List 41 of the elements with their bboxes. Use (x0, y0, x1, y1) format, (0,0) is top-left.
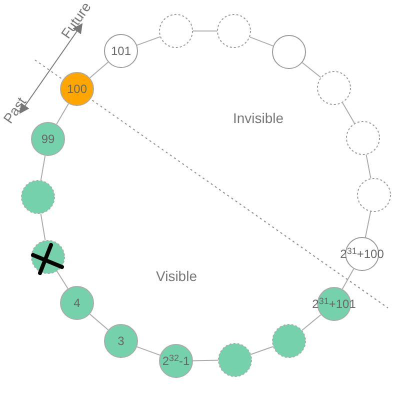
empty-circle-node (272, 35, 306, 69)
empty-circle-node (317, 71, 351, 105)
connector-line (366, 154, 372, 179)
connector-line (342, 102, 355, 124)
circle-node (159, 344, 193, 378)
node-label: 2$^{32}$-1 (162, 355, 190, 367)
node-label: 99 (41, 133, 55, 145)
connector-line (136, 36, 161, 46)
empty-circle-node (346, 121, 380, 155)
connector-line (250, 346, 274, 355)
region-label: Invisible (233, 109, 284, 128)
connector-line (302, 314, 322, 331)
connector-line (40, 155, 46, 181)
circle-node (60, 286, 94, 320)
circle-node (31, 122, 65, 156)
empty-circle-node (217, 14, 251, 48)
node-label: 100 (66, 83, 88, 95)
connector-line (249, 36, 274, 46)
connector-line (342, 268, 354, 290)
empty-circle-node (357, 178, 391, 212)
empty-circle-node (272, 324, 306, 358)
circle-node (60, 72, 94, 106)
connector-line (302, 62, 322, 78)
connector-line (89, 62, 109, 78)
empty-circle-node (21, 180, 55, 214)
connector-line (192, 360, 218, 362)
empty-circle-node (218, 343, 252, 377)
connector-line (56, 103, 69, 125)
connector-line (56, 270, 68, 290)
node-label: 101 (110, 45, 132, 57)
connector-line (364, 211, 372, 238)
connector-line (40, 213, 46, 241)
circle-node (104, 324, 138, 358)
node-label: 4 (74, 297, 80, 309)
circle-node (104, 34, 138, 68)
connector-line (192, 30, 218, 32)
connector-line (136, 346, 161, 356)
node-label: 3 (118, 335, 124, 347)
connector-line (89, 314, 109, 330)
empty-circle-node (159, 14, 193, 48)
region-label: Visible (156, 267, 197, 286)
